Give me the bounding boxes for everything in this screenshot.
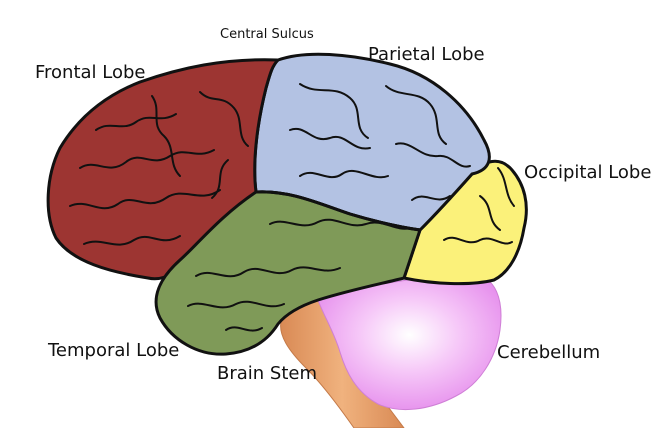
temporal-lobe-label: Temporal Lobe [48, 340, 180, 361]
frontal-lobe-label: Frontal Lobe [35, 62, 146, 83]
parietal-lobe-label: Parietal Lobe [368, 44, 485, 65]
occipital-lobe-label: Occipital Lobe [524, 162, 652, 183]
frontal-lobe-region [46, 58, 282, 281]
cerebellum-label: Cerebellum [497, 342, 601, 363]
central-sulcus-label: Central Sulcus [220, 27, 314, 42]
lateral-fissure [255, 190, 421, 232]
brain-stem-label: Brain Stem [217, 363, 318, 384]
